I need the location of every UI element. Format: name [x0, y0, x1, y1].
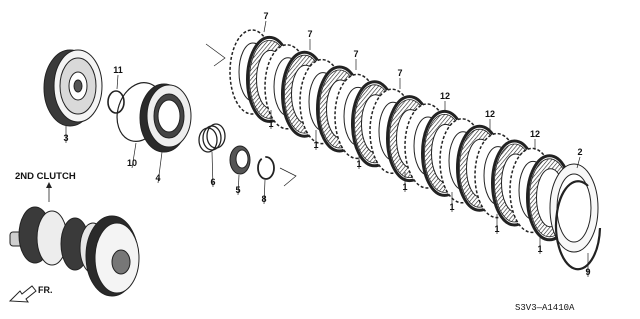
callout-leader [263, 179, 266, 205]
callout-leader [157, 151, 163, 184]
callout-1: 1 [402, 182, 407, 192]
snap-ring-8 [257, 156, 275, 180]
diagram-code: S3V3—A1410A [515, 303, 575, 313]
callout-1: 1 [494, 224, 499, 234]
callout-1: 1 [356, 159, 361, 169]
snap-ring-9 [554, 180, 602, 271]
callout-7: 7 [397, 68, 402, 78]
axis-lines [205, 43, 297, 187]
callout-7: 7 [263, 11, 268, 21]
fr-arrow-icon [8, 285, 37, 303]
clutch-drum [43, 49, 103, 127]
callout-1: 1 [313, 140, 318, 150]
callout-leader [116, 74, 119, 90]
callout-8: 8 [261, 194, 266, 204]
callout-10: 10 [127, 158, 137, 168]
spring-retainer [229, 145, 251, 175]
callout-11: 11 [113, 65, 123, 75]
callout-3: 3 [63, 133, 68, 143]
callout-12: 12 [440, 91, 450, 101]
callout-12: 12 [530, 129, 540, 139]
end-plate [549, 163, 599, 253]
callout-leader [211, 151, 214, 188]
assembly-shaft [9, 206, 140, 297]
callout-2: 2 [577, 147, 582, 157]
clutch-pack [229, 29, 573, 242]
callout-6: 6 [210, 177, 215, 187]
direction-label: FR. [38, 285, 53, 295]
callout-leader [576, 156, 581, 169]
callout-7: 7 [307, 29, 312, 39]
clutch-piston [139, 83, 192, 153]
callout-4: 4 [155, 173, 160, 183]
o-ring-11 [107, 90, 125, 114]
callout-leader [131, 142, 137, 169]
assembly-pointer-head [46, 182, 52, 188]
callout-5: 5 [235, 185, 240, 195]
callout-leader [263, 20, 267, 33]
callout-1: 1 [268, 119, 273, 129]
callout-12: 12 [485, 109, 495, 119]
callout-leader [237, 174, 240, 196]
return-spring [198, 123, 226, 153]
callout-1: 1 [449, 202, 454, 212]
callout-7: 7 [353, 49, 358, 59]
callout-9: 9 [585, 267, 590, 277]
callout-1: 1 [537, 244, 542, 254]
assembly-title: 2ND CLUTCH [15, 171, 76, 182]
